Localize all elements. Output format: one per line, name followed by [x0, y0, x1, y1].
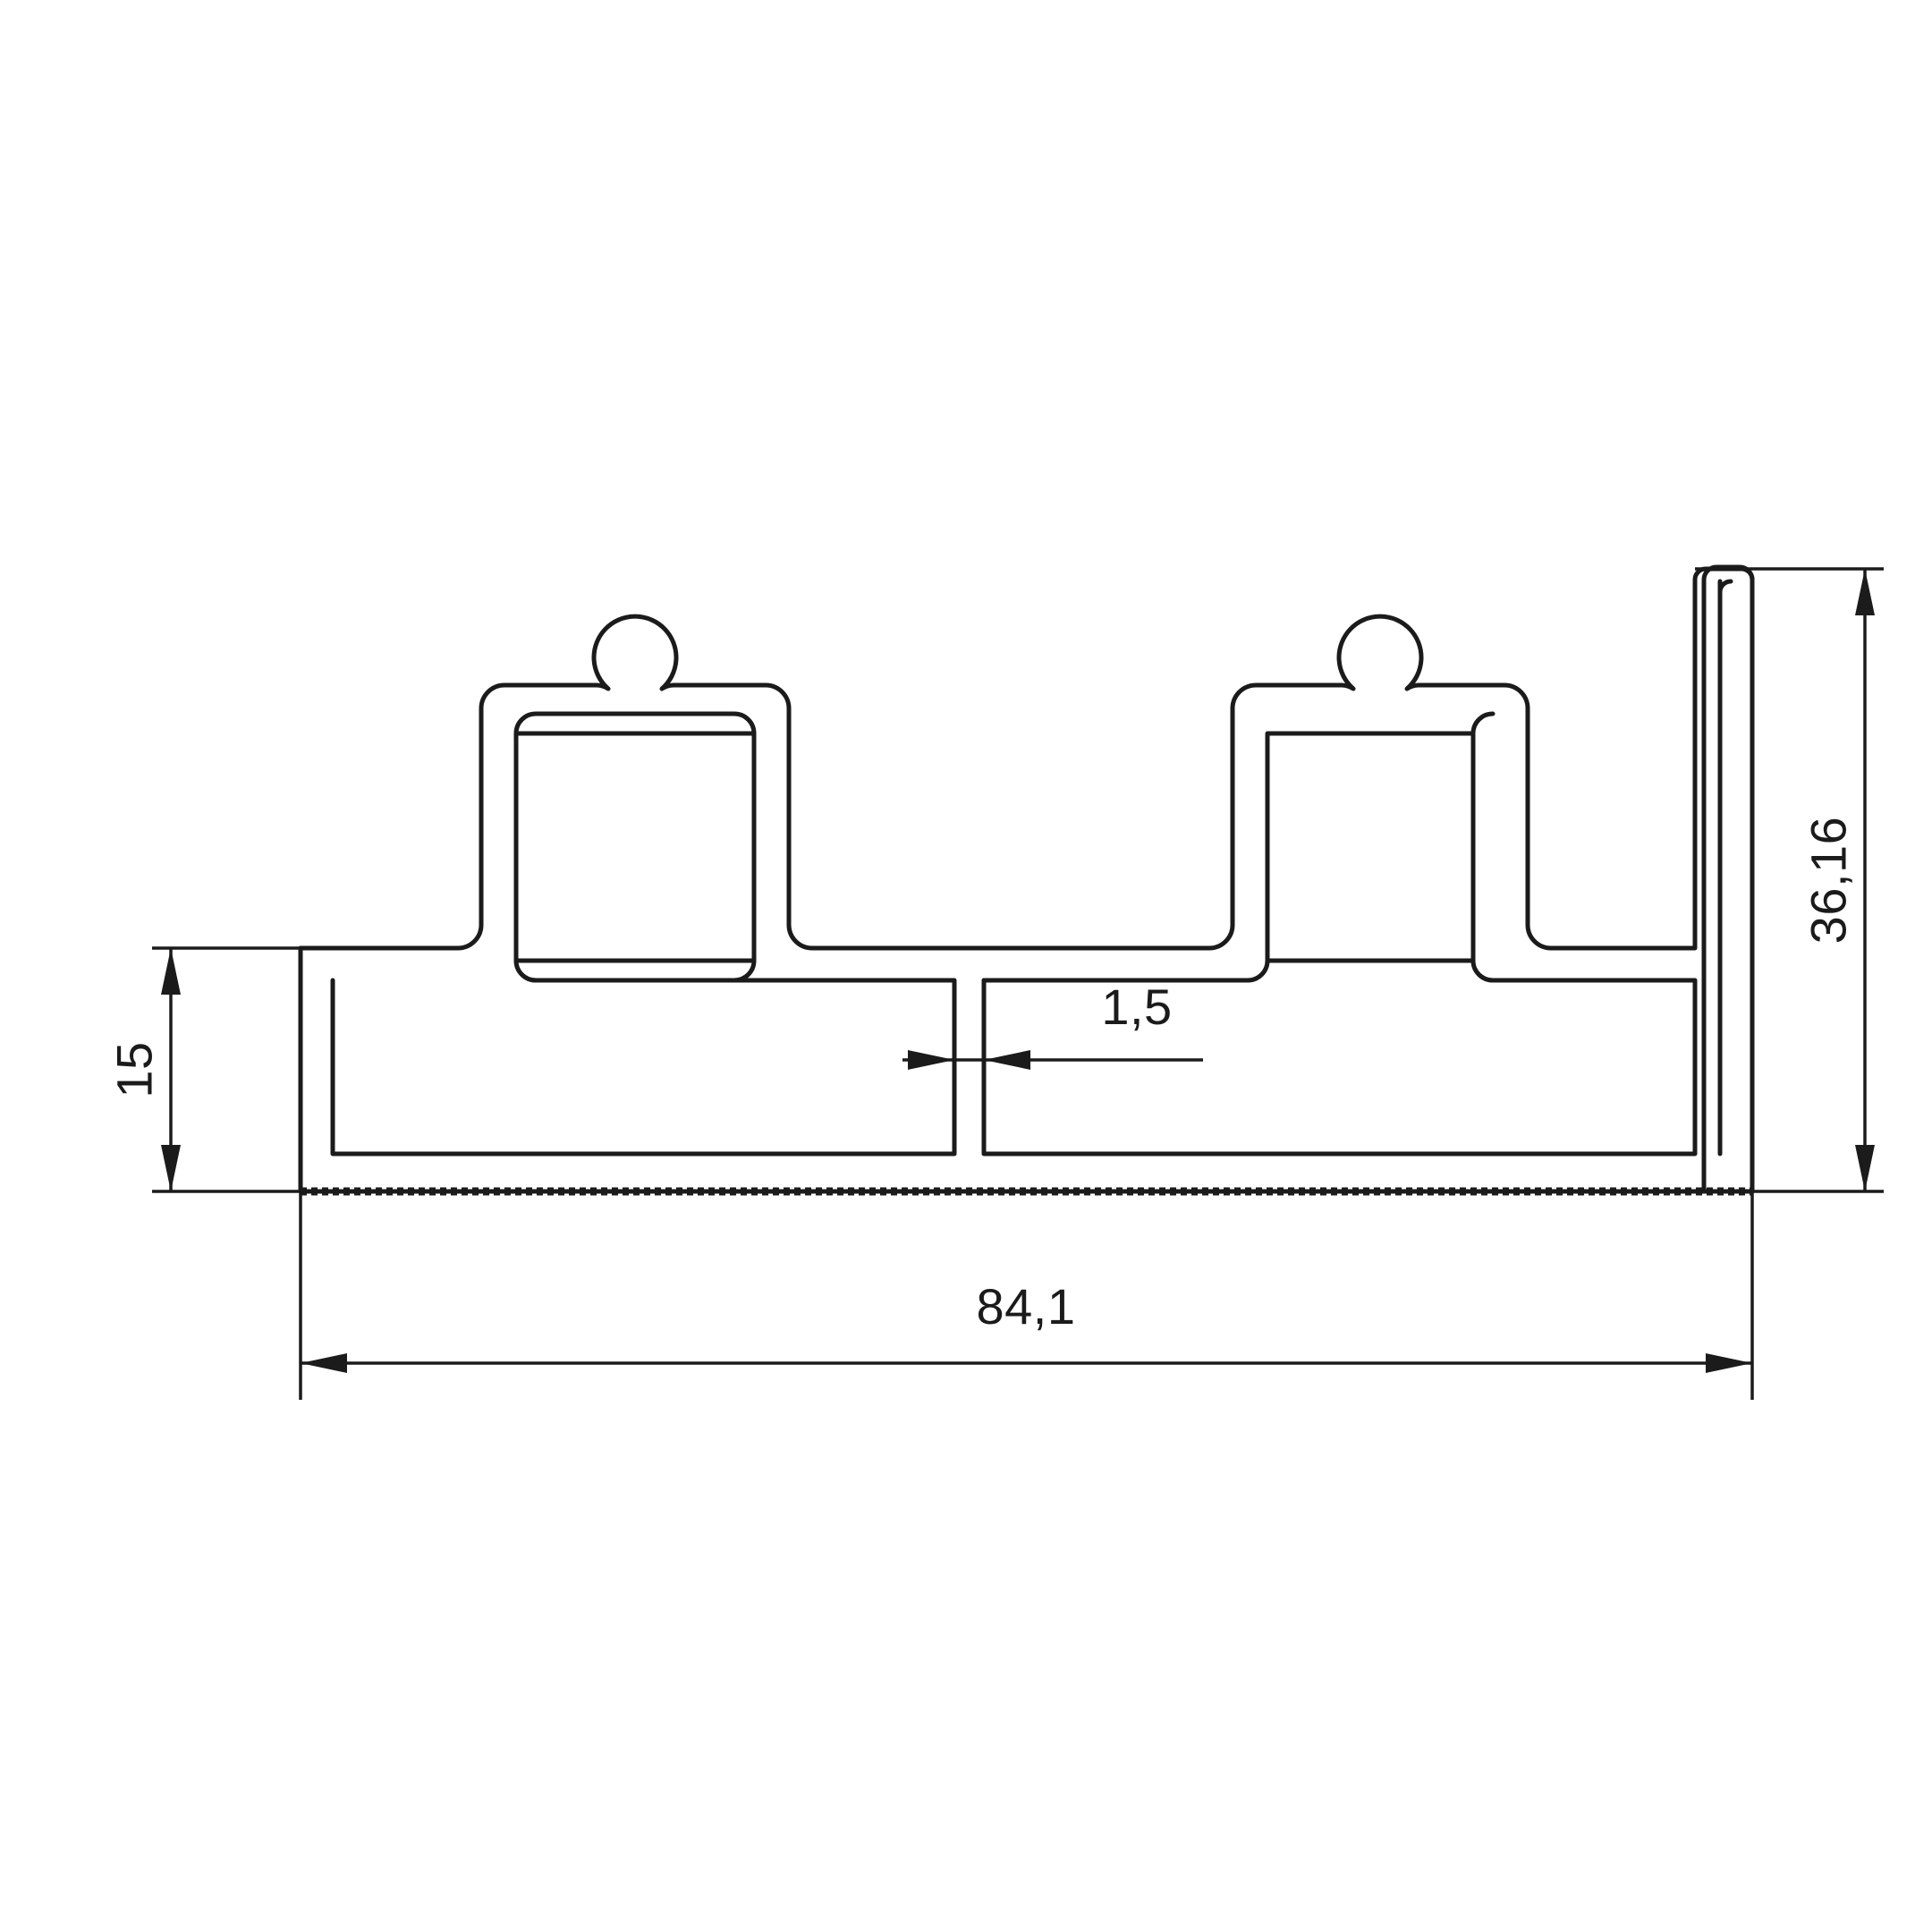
vertical-fin-inner-top [1717, 579, 1733, 595]
arrow-1-5-left [908, 1050, 954, 1070]
central-divider-wall [952, 980, 987, 1154]
dimension-label-84-1: 84,1 [977, 1278, 1076, 1335]
arrow-15-bottom [161, 1145, 181, 1191]
profile-outer-silhouette [298, 566, 1755, 1194]
profile-inner-contour-group [330, 579, 1733, 1157]
arrow-36-bottom [1855, 1145, 1875, 1191]
arrow-1-5-right [984, 1050, 1030, 1070]
profile-outline-group [298, 564, 1755, 1194]
riser-right-cavity [1265, 731, 1476, 963]
riser-right-cavity-link [981, 958, 1270, 983]
dimension-height-base [152, 946, 311, 1193]
arrow-84-left [301, 1353, 347, 1373]
dimension-overall-height [1695, 567, 1884, 1193]
arrow-15-top [161, 948, 181, 995]
arrow-36-top [1855, 569, 1875, 615]
riser-left-cavity [513, 731, 757, 963]
dimension-label-15: 15 [106, 1041, 163, 1097]
dimension-label-36-16: 36,16 [1801, 817, 1857, 945]
arrow-84-right [1706, 1353, 1752, 1373]
chamber-left-cavity [330, 711, 957, 1157]
dimension-overall-width [299, 1191, 1754, 1400]
dimension-label-1-5: 1,5 [1101, 979, 1172, 1035]
dimension-wall-thickness [902, 1050, 1203, 1070]
chamber-right-cavity [981, 711, 1698, 1157]
